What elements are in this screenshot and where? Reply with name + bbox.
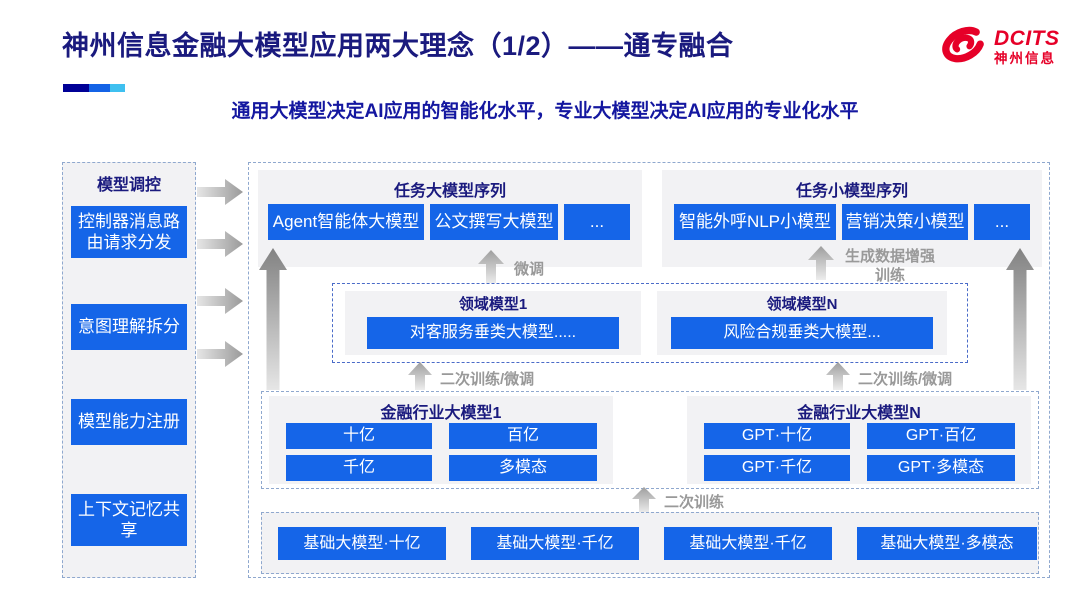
industry-model-1-title: 金融行业大模型1 — [380, 405, 502, 422]
model-chip-marketing: 营销决策小模型 — [842, 204, 968, 240]
sidebar-item-capability: 模型能力注册 — [71, 399, 187, 445]
sidebar-item-context: 上下文记忆共享 — [71, 494, 187, 546]
flow-arrow-right-icon — [197, 341, 243, 367]
base-model-box: 基础大模型·十亿 基础大模型·千亿 基础大模型·千亿 基础大模型·多模态 — [261, 512, 1039, 574]
up-arrow-tall-icon — [259, 248, 287, 390]
model-chip-10b: 百亿 — [449, 423, 597, 449]
model-chip-more: ... — [564, 204, 630, 240]
domain-model-1-title: 领域模型1 — [458, 296, 528, 313]
task-small-model-title: 任务小模型序列 — [795, 183, 908, 200]
domain-model-n-title: 领域模型N — [766, 296, 838, 313]
arrow-label-retrain-finetune-left: 二次训练/微调 — [440, 371, 535, 388]
up-arrow-small-icon — [632, 487, 656, 513]
sidebar-item-router: 控制器消息路由请求分发 — [71, 206, 187, 258]
arrow-label-finetune: 微调 — [514, 261, 545, 278]
model-chip-base-100b-2: 基础大模型·千亿 — [664, 527, 832, 560]
model-chip-base-multimodal: 基础大模型·多模态 — [857, 527, 1037, 560]
logo-brand-text: DCITS — [994, 26, 1060, 50]
model-chip-multimodal: 多模态 — [449, 455, 597, 481]
model-chip-1b: 十亿 — [286, 423, 432, 449]
model-chip-gpt-1b: GPT·十亿 — [704, 423, 850, 449]
model-chip-gpt-100b: GPT·千亿 — [704, 455, 850, 481]
model-chip-base-1b: 基础大模型·十亿 — [278, 527, 446, 560]
model-chip-risk-compliance: 风险合规垂类大模型... — [671, 317, 933, 349]
industry-model-n-title: 金融行业大模型N — [797, 405, 921, 422]
industry-model-1-panel: 金融行业大模型1 十亿 百亿 千亿 多模态 — [269, 396, 613, 484]
sidebar-item-intent: 意图理解拆分 — [71, 304, 187, 350]
model-chip-100b: 千亿 — [286, 455, 432, 481]
flow-arrow-right-icon — [197, 179, 243, 205]
model-chip-gpt-10b: GPT·百亿 — [867, 423, 1015, 449]
subtitle: 通用大模型决定AI应用的智能化水平，专业大模型决定AI应用的专业化水平 — [231, 101, 859, 122]
domain-model-n-panel: 领域模型N 风险合规垂类大模型... — [657, 291, 947, 355]
up-arrow-small-icon — [826, 362, 850, 390]
model-chip-agent: Agent智能体大模型 — [268, 204, 424, 240]
model-chip-more: ... — [974, 204, 1030, 240]
up-arrow-small-icon — [408, 362, 432, 390]
dcits-swirl-icon — [938, 20, 988, 75]
up-arrow-tall-icon — [1006, 248, 1034, 390]
logo-brand-cn-text: 神州信息 — [994, 50, 1056, 66]
sidebar-model-control: 模型调控 控制器消息路由请求分发 意图理解拆分 模型能力注册 上下文记忆共享 — [62, 162, 196, 578]
accent-bar — [63, 84, 125, 92]
flow-arrow-right-icon — [197, 231, 243, 257]
model-chip-document-writing: 公文撰写大模型 — [430, 204, 558, 240]
up-arrow-small-icon — [808, 246, 834, 280]
sidebar-title: 模型调控 — [96, 177, 161, 194]
model-chip-gpt-multimodal: GPT·多模态 — [867, 455, 1015, 481]
task-large-model-box: 任务大模型序列 Agent智能体大模型 公文撰写大模型 ... — [258, 170, 642, 267]
arrow-label-retrain: 二次训练 — [664, 494, 725, 511]
arrow-label-augmented-training: 生成数据增强训练 — [844, 248, 935, 284]
main-architecture-container — [248, 162, 1050, 578]
dcits-logo: DCITS 神州信息 — [938, 16, 1074, 78]
flow-arrow-right-icon — [197, 288, 243, 314]
task-large-model-title: 任务大模型序列 — [393, 183, 506, 200]
model-chip-base-100b: 基础大模型·千亿 — [471, 527, 639, 560]
page-title: 神州信息金融大模型应用两大理念（1/2）——通专融合 — [62, 31, 734, 61]
arrow-label-retrain-finetune-right: 二次训练/微调 — [858, 371, 953, 388]
task-small-model-box: 任务小模型序列 智能外呼NLP小模型 营销决策小模型 ... — [662, 170, 1042, 267]
domain-model-1-panel: 领域模型1 对客服务垂类大模型..... — [345, 291, 641, 355]
industry-model-box: 金融行业大模型1 十亿 百亿 千亿 多模态 金融行业大模型N GPT·十亿 GP… — [261, 391, 1039, 489]
domain-model-box: 领域模型1 对客服务垂类大模型..... 领域模型N 风险合规垂类大模型... — [332, 283, 968, 363]
model-chip-nlp-outbound: 智能外呼NLP小模型 — [674, 204, 836, 240]
industry-model-n-panel: 金融行业大模型N GPT·十亿 GPT·百亿 GPT·千亿 GPT·多模态 — [687, 396, 1031, 484]
up-arrow-small-icon — [478, 250, 504, 284]
model-chip-customer-service: 对客服务垂类大模型..... — [367, 317, 619, 349]
